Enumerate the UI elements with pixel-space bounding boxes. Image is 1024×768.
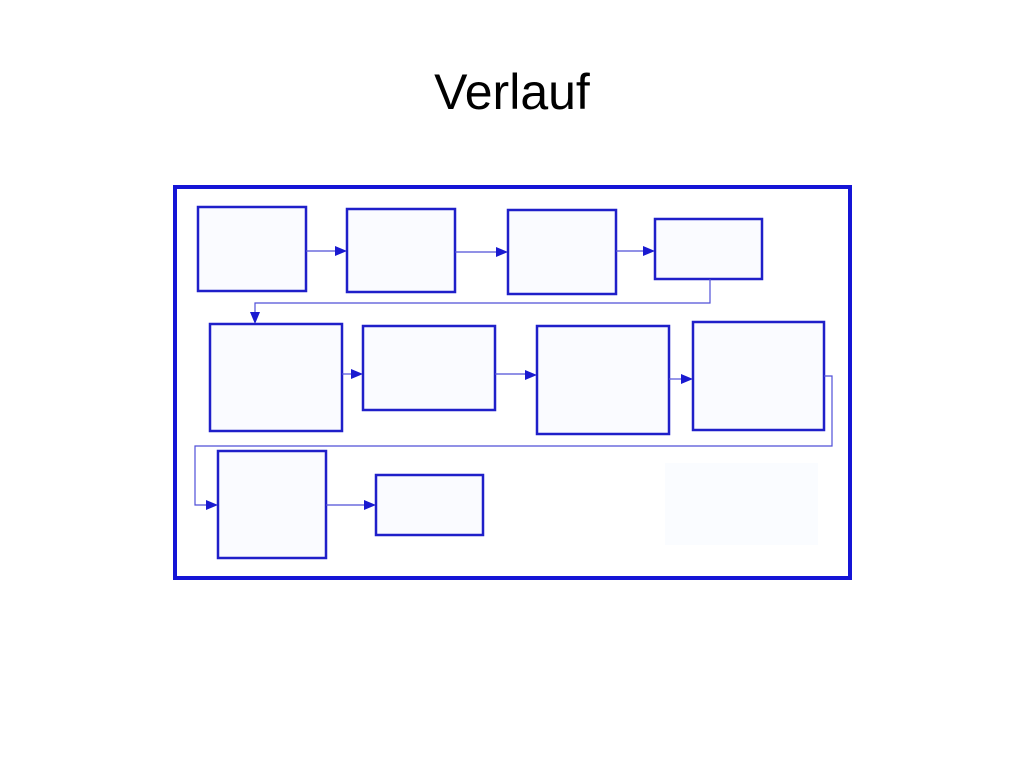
step-box-4 <box>653 217 764 281</box>
step-box-5 <box>208 322 344 433</box>
step-box-8 <box>691 320 826 432</box>
slide-title: Verlauf <box>434 64 590 120</box>
step-box-2 <box>345 207 457 294</box>
arrow-head-5-6 <box>351 369 363 379</box>
arrow-head-1-2 <box>335 246 347 256</box>
arrow-head-9-10 <box>364 500 376 510</box>
step-box-1 <box>196 205 308 293</box>
arrow-head-2-3 <box>496 247 508 257</box>
step-box-6 <box>361 324 497 412</box>
connector-4-5 <box>254 279 711 314</box>
arrow-head-3-4 <box>643 246 655 256</box>
blank-area <box>665 463 818 545</box>
connector-8-9 <box>194 375 833 506</box>
arrow-head-6-7 <box>525 370 537 380</box>
arrow-head-7-8 <box>681 374 693 384</box>
arrow-head-8-9 <box>206 500 218 510</box>
arrow-head-4-5 <box>250 312 260 324</box>
step-box-7 <box>535 324 671 436</box>
step-box-10 <box>374 473 485 537</box>
step-box-3 <box>506 208 618 296</box>
step-box-9 <box>216 449 328 560</box>
